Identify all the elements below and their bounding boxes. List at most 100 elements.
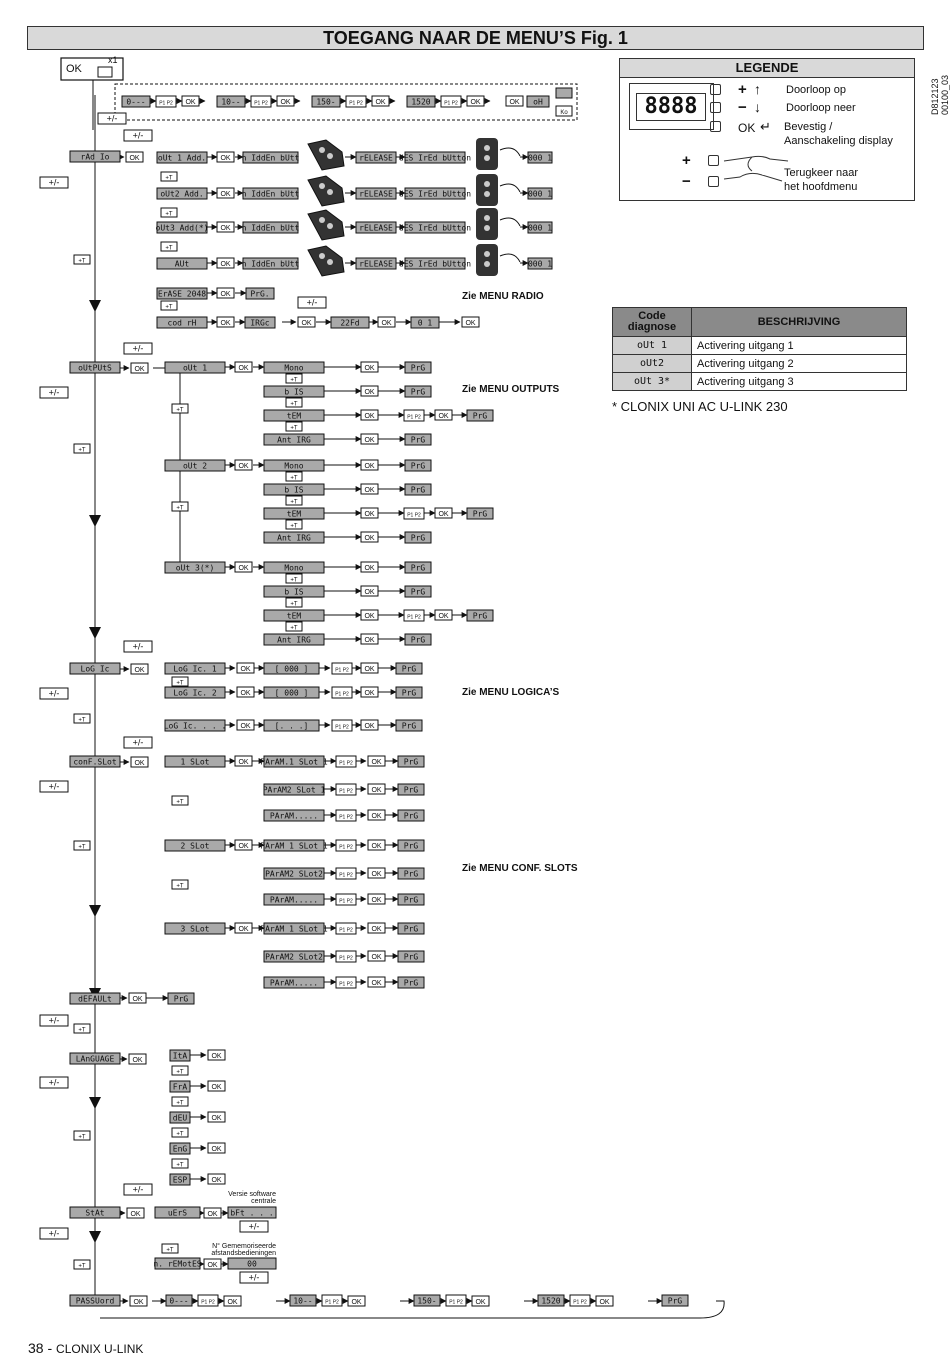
up-down-keys: +T [285,621,303,632]
p1-p2-keys: P1 P2 [445,1294,467,1307]
p1-p2-keys: P1 P2 [331,686,353,699]
svg-text:PrG: PrG [411,364,426,373]
ok-button: OK [367,809,386,821]
oh-small-box [555,87,573,99]
menu-password: PASSUord [69,1294,121,1307]
output-mode: tEM [263,507,325,520]
table-row: oUt 3* Activering uitgang 3 [612,372,907,391]
svg-text:+T: +T [166,1248,174,1254]
p1-p2-keys: P1 P2 [403,609,425,622]
ok-button: OK [360,433,379,445]
svg-text:PrG: PrG [402,722,417,731]
page-footer: 38 - CLONIX U-LINK [28,1340,143,1356]
svg-text:OK: OK [364,413,374,420]
svg-text:00: 00 [247,1260,257,1269]
svg-text:PrG: PrG [473,612,488,621]
svg-text:AUt: AUt [175,260,190,269]
svg-text:+T: +T [290,524,298,530]
svg-text:OK: OK [220,191,230,198]
p1-p2-keys: P1 P2 [331,719,353,732]
password-code: 150- [413,1294,441,1307]
svg-text:oUt2 Add.: oUt2 Add. [160,190,203,199]
p1-p2-keys: P1 P2 [335,976,357,989]
ok-button: OK [367,922,386,934]
menu-outputs: oUtPUtS [69,361,121,374]
ok-button: OK [216,221,235,233]
svg-text:+T: +T [176,800,184,806]
ok-button: OK [367,976,386,988]
ok-button: OK [360,531,379,543]
header-code: Code diagnose [612,307,692,337]
prg-display: PrG [397,783,425,796]
up-down-keys: +T [171,676,189,687]
svg-text:PrG: PrG [404,953,419,962]
version-display: bFt . . . [227,1206,277,1219]
svg-text:OK: OK [364,690,374,697]
svg-text:P1 P2: P1 P2 [339,789,353,795]
ok-button: OK [234,755,253,767]
svg-text:StAt: StAt [85,1209,104,1218]
footer-product: CLONIX U-LINK [56,1342,144,1356]
section-label-logic: Zie MENU LOGICA’S [462,687,560,698]
svg-text:OK: OK [475,1299,485,1306]
legend-ok-label-1: Bevestig / [784,121,833,133]
svg-text:OK: OK [364,613,374,620]
table-row: oUt 1 Activering uitgang 1 [612,336,907,355]
svg-text:P1 P2: P1 P2 [449,1300,463,1306]
svg-text:Ant IRG: Ant IRG [277,436,311,445]
svg-text:dEU: dEU [173,1114,188,1123]
section-label-outputs: Zie MENU OUTPUTS [462,384,560,395]
svg-text:+T: +T [290,626,298,632]
down-arrow-icon [89,1231,101,1243]
release-display: rELEASE [355,221,397,234]
ok-button: OK [360,507,379,519]
svg-text:OK: OK [185,99,195,106]
ok-button: OK [360,585,379,597]
svg-text:LoG Ic. . . .: LoG Ic. . . . [164,722,227,731]
enter-icon: ↵ [760,119,771,134]
svg-text:Ant IRG: Ant IRG [277,636,311,645]
plus-minus-key: +/- [39,1014,69,1027]
svg-text:PrG: PrG [473,510,488,519]
code-cell: oUt 1 [612,336,692,355]
up-down-keys: +T [285,397,303,408]
output-mode: Ant IRG [263,531,325,544]
plus-minus-key: +/- [123,736,153,749]
svg-text:1520: 1520 [411,98,430,107]
footnote: * CLONIX UNI AC U-LINK 230 [612,399,788,414]
svg-text:tEM: tEM [287,412,302,421]
svg-text:FrA: FrA [173,1083,188,1092]
ok-button: OK [371,95,390,107]
up-down-keys: +T [171,795,189,806]
svg-text:PrG: PrG [411,564,426,573]
svg-text:OK: OK [240,690,250,697]
svg-text:+T: +T [176,884,184,890]
svg-text:dES IrEd bUtton: dES IrEd bUtton [399,260,471,269]
svg-text:P1 P2: P1 P2 [407,513,421,519]
svg-text:OK: OK [599,1299,609,1306]
svg-text:PrG: PrG [411,462,426,471]
slot-item: 3 SLot [164,922,226,935]
svg-text:uErS: uErS [168,1209,187,1218]
remotes-count-display: 00 [227,1257,277,1270]
svg-text:b IS: b IS [284,388,303,397]
ok-button: OK [125,151,144,163]
p1-p2-keys: P1 P2 [335,809,357,822]
svg-text:EnG: EnG [173,1145,188,1154]
svg-text:PArAM.....: PArAM..... [270,896,318,905]
ok-button: OK [130,756,149,768]
svg-text:P1 P2: P1 P2 [339,956,353,962]
output-group: oUt 1 [164,361,226,374]
svg-text:OK: OK [211,1115,221,1122]
language-item: ESP [169,1173,191,1186]
arrow-up-icon: ↑ [754,81,761,97]
prg-display: PrG [404,483,432,496]
legend-ok-label-2: Aanschakeling display [784,135,893,147]
page-number: 38 [28,1340,44,1356]
svg-text:+T: +T [165,176,173,182]
prg-display: PrG [397,893,425,906]
prg-display: PrG [404,585,432,598]
hand-press-icon [723,155,789,182]
svg-text:OK: OK [301,320,311,327]
svg-text:oH: oH [533,98,543,107]
